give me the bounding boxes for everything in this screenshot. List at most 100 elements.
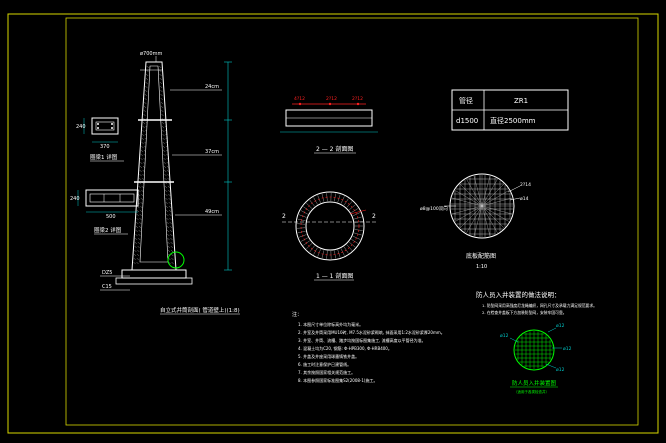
fall-guard-callout-1: ø12 bbox=[500, 333, 509, 339]
bottom-plan-label-right-2: ø14 bbox=[520, 196, 529, 202]
notes-title: 注： bbox=[292, 311, 302, 318]
detail-2-dim-v: 240 bbox=[70, 196, 80, 202]
fall-guard-title: 防人员入井装置的做法说明： bbox=[476, 290, 561, 299]
hatch-line bbox=[165, 133, 168, 137]
hatch-line bbox=[159, 81, 163, 85]
fall-guard-sub-caption: （适用于各类检查井） bbox=[514, 389, 549, 394]
hatch-line bbox=[167, 233, 170, 237]
bottom-plan-label-right-1: 2?14 bbox=[520, 182, 531, 188]
hatch-line bbox=[161, 125, 165, 129]
hatch-line bbox=[160, 89, 163, 93]
hatch-line bbox=[167, 185, 171, 189]
hatch-line bbox=[140, 157, 143, 161]
hatch-line bbox=[144, 93, 147, 97]
hatch-line bbox=[162, 145, 166, 149]
hatch-line bbox=[161, 121, 165, 125]
hatch-line bbox=[138, 233, 141, 237]
table-header-0: 管径 bbox=[459, 96, 473, 105]
hatch-line bbox=[136, 257, 139, 261]
fall-guard-callout-2: ø12 bbox=[556, 323, 565, 329]
section-2-2-label-1: 4?12 bbox=[294, 96, 305, 102]
hatch-line bbox=[141, 137, 145, 141]
section-1-1: 2 2 1 — 1 剖面图 bbox=[282, 191, 378, 281]
hatch-line bbox=[145, 81, 148, 85]
hatch-line bbox=[163, 157, 166, 161]
hatch-line bbox=[167, 237, 170, 241]
hatch-line bbox=[165, 137, 168, 141]
hatch-line bbox=[170, 249, 174, 253]
fall-guard: 防人员入井装置的做法说明： 1. 防坠网采用高强度尼龙绳编织，网孔尺寸及承载力满… bbox=[476, 290, 597, 394]
hatch-line bbox=[136, 261, 139, 265]
table-cell-1: 直径2500mm bbox=[490, 116, 536, 125]
fall-guard-caption: 防人员入井装置图 bbox=[512, 379, 557, 387]
note-3: 3. 井室、井筒、流槽、踏步均按国标图集施工, 流槽高度以平管径为准。 bbox=[298, 337, 426, 343]
hatch-line bbox=[159, 65, 162, 69]
table-header-1: ZR1 bbox=[514, 97, 528, 105]
hatch-line bbox=[159, 69, 162, 73]
hatch-line bbox=[164, 177, 167, 181]
hatch-line bbox=[168, 261, 171, 265]
hatch-line bbox=[170, 237, 173, 241]
hatch-line bbox=[144, 89, 148, 93]
hatch-line bbox=[140, 205, 143, 209]
wall-label-1: 24cm bbox=[205, 84, 219, 90]
fall-guard-item-1: 1. 防坠网采用高强度尼龙绳编织，网孔尺寸及承载力满足规范要求。 bbox=[482, 303, 597, 308]
hatch-line bbox=[141, 185, 144, 189]
hatch-line bbox=[164, 185, 168, 189]
detail-2-outline bbox=[85, 189, 139, 207]
hatch-line bbox=[452, 197, 512, 215]
hatch-line bbox=[138, 189, 141, 193]
hatch-line bbox=[143, 113, 146, 117]
hatch-line bbox=[161, 109, 164, 113]
hatch-line bbox=[144, 97, 147, 101]
hatch-line bbox=[159, 73, 162, 77]
detail-1: 370 240 圈梁1 详图 bbox=[76, 117, 124, 162]
hatch-line bbox=[140, 161, 143, 165]
hatch-line bbox=[139, 217, 142, 221]
section-2-2-label-2: 2?12 bbox=[326, 96, 337, 102]
hatch-line bbox=[133, 257, 136, 261]
hatch-line bbox=[160, 85, 163, 89]
hatch-line bbox=[168, 189, 171, 193]
well-elevation: ø700mm 24cm 37cm 49cm DZ5 C15 自立式井筒剖面( 管… bbox=[100, 51, 240, 315]
hatch-line bbox=[160, 97, 163, 101]
hatch-line bbox=[161, 113, 164, 117]
hatch-line bbox=[164, 121, 168, 125]
hatch-line bbox=[164, 173, 167, 177]
hatch-line bbox=[136, 253, 140, 257]
hatch-line bbox=[169, 229, 173, 233]
hatch-line bbox=[163, 149, 166, 153]
detail-2: 500 240 圈梁2 详图 bbox=[70, 189, 139, 235]
section-1-1-marker-right: 2 bbox=[372, 213, 376, 220]
hatch-line bbox=[167, 173, 170, 177]
hatch-line bbox=[137, 241, 141, 245]
detail-2-dim-h: 500 bbox=[106, 214, 116, 220]
hatch-line bbox=[170, 233, 173, 237]
elevation-top-label: ø700mm bbox=[140, 51, 162, 57]
hatch-line bbox=[146, 69, 149, 73]
hatch-line bbox=[166, 217, 169, 221]
hatch-line bbox=[162, 137, 165, 141]
hatch-line bbox=[171, 257, 174, 261]
hatch-line bbox=[139, 209, 143, 213]
hatch-line bbox=[163, 165, 167, 169]
hatch-line bbox=[169, 217, 172, 221]
hatch-line bbox=[165, 145, 169, 149]
hatch-line bbox=[165, 205, 169, 209]
hatch-line bbox=[164, 125, 168, 129]
bottom-plan-mesh bbox=[451, 175, 513, 237]
hatch-line bbox=[168, 197, 171, 201]
hatch-line bbox=[166, 149, 169, 153]
hatch-line bbox=[168, 209, 172, 213]
hatch-line bbox=[145, 85, 148, 89]
hatch-line bbox=[144, 101, 147, 105]
bottom-plan-label-left: ø8@100双向 bbox=[420, 205, 448, 212]
hatch-line bbox=[162, 129, 165, 133]
bottom-plan-scale: 1:10 bbox=[476, 264, 487, 270]
hatch-line bbox=[166, 221, 169, 225]
hatch-line bbox=[165, 201, 168, 205]
hatch-line bbox=[135, 233, 138, 237]
elevation-caption: 自立式井筒剖面( 管道壁上)(1:8) bbox=[160, 306, 240, 314]
